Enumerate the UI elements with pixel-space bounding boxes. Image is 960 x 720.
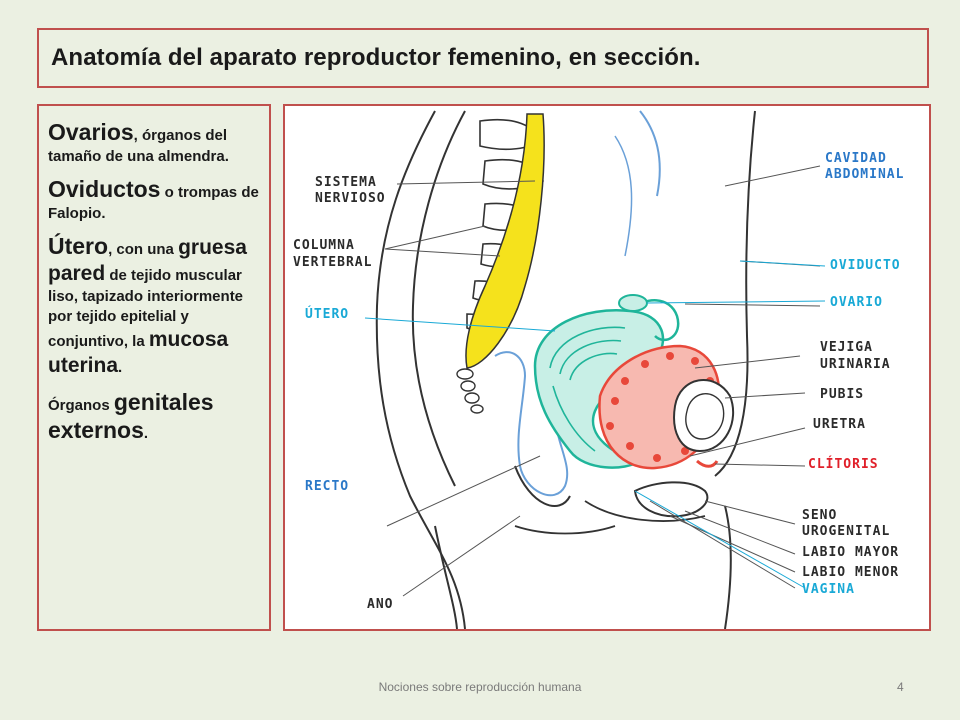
label-oviducto: OVIDUCTO (830, 258, 901, 273)
cyan-pointer-lines (364, 260, 826, 589)
uterus-folds (549, 326, 626, 452)
cavity-inner (614, 135, 633, 257)
back-outline (375, 110, 466, 629)
label-pubis: PUBIS (820, 387, 864, 402)
term-genitales-externos: genitales externos (48, 388, 214, 444)
coccyx (456, 368, 484, 414)
label-labio-mayor: LABIO MAYOR (802, 545, 899, 560)
spinal-cord (465, 113, 545, 369)
title-box: Anatomía del aparato reproductor femenin… (37, 28, 929, 88)
leg-front (724, 505, 732, 629)
label-abdominal: ABDOMINAL (825, 167, 904, 182)
label-urogenital: UROGENITAL (802, 524, 890, 539)
sacrum-outline (411, 110, 466, 487)
term-ovarios: Ovarios (48, 119, 134, 145)
label-uretra: URETRA (813, 417, 866, 432)
label-vejiga: VEJIGA (820, 340, 873, 355)
desc-organos: Órganos (48, 396, 114, 414)
pubis (673, 379, 735, 453)
desc-ovarios: , órganos del tamaño de una almendra. (48, 127, 229, 165)
desc-utero-1: , con una (108, 240, 179, 258)
term-utero: Útero (48, 232, 109, 259)
paragraph-utero: Útero, con una gruesa pared de tejido mu… (48, 232, 261, 380)
desc-utero-3: . (118, 359, 123, 377)
uterus (533, 309, 665, 469)
anus-outline (514, 465, 571, 507)
perineum (584, 500, 706, 522)
description-box: Ovarios, órganos del tamaño de una almen… (37, 104, 271, 631)
term-mucosa-uterina: mucosa uterina (48, 328, 229, 378)
label-vertebral: VERTEBRAL (293, 255, 372, 270)
ovary (618, 294, 648, 312)
buttock-line (514, 525, 616, 535)
label-cavidad: CAVIDAD (825, 151, 887, 166)
label-urinaria: URINARIA (820, 357, 891, 372)
slide-title: Anatomía del aparato reproductor femenin… (51, 44, 701, 71)
term-gruesa-pared: gruesa pared (48, 235, 247, 285)
pointer-lines (384, 165, 821, 597)
label-recto: RECTO (305, 479, 349, 494)
label-vagina: VAGINA (802, 582, 855, 597)
term-oviductos: Oviductos (48, 175, 161, 202)
label-seno: SENO (802, 508, 837, 523)
desc-utero-2: de tejido muscular liso, tapizado interi… (48, 266, 244, 350)
page-number: 4 (897, 680, 904, 694)
pubis-inner (685, 393, 725, 440)
label-nervioso: NERVIOSO (315, 191, 386, 206)
desc-end: . (143, 425, 149, 443)
label-utero: ÚTERO (305, 306, 349, 322)
labia (633, 481, 709, 518)
paragraph-genitales: Órganos genitales externos. (48, 388, 261, 446)
label-sistema: SISTEMA (315, 175, 377, 190)
cavity-outline (639, 110, 661, 197)
leg-back (434, 525, 458, 629)
label-ano: ANO (367, 597, 393, 612)
anatomy-diagram: SISTEMA NERVIOSO COLUMNA VERTEBRAL ÚTERO… (283, 104, 931, 631)
desc-oviductos: o trompas de Falopio. (48, 183, 259, 222)
label-labio-menor: LABIO MENOR (802, 565, 899, 580)
label-ovario: OVARIO (830, 295, 883, 310)
paragraph-oviductos: Oviductos o trompas de Falopio. (48, 175, 261, 224)
anatomy-svg: SISTEMA NERVIOSO COLUMNA VERTEBRAL ÚTERO… (293, 110, 904, 629)
label-clitoris: CLÍTORIS (808, 456, 879, 472)
clitoris (696, 459, 719, 468)
footer-text: Nociones sobre reproducción humana (378, 680, 582, 694)
paragraph-ovarios: Ovarios, órganos del tamaño de una almen… (48, 118, 261, 167)
label-columna: COLUMNA (293, 238, 355, 253)
